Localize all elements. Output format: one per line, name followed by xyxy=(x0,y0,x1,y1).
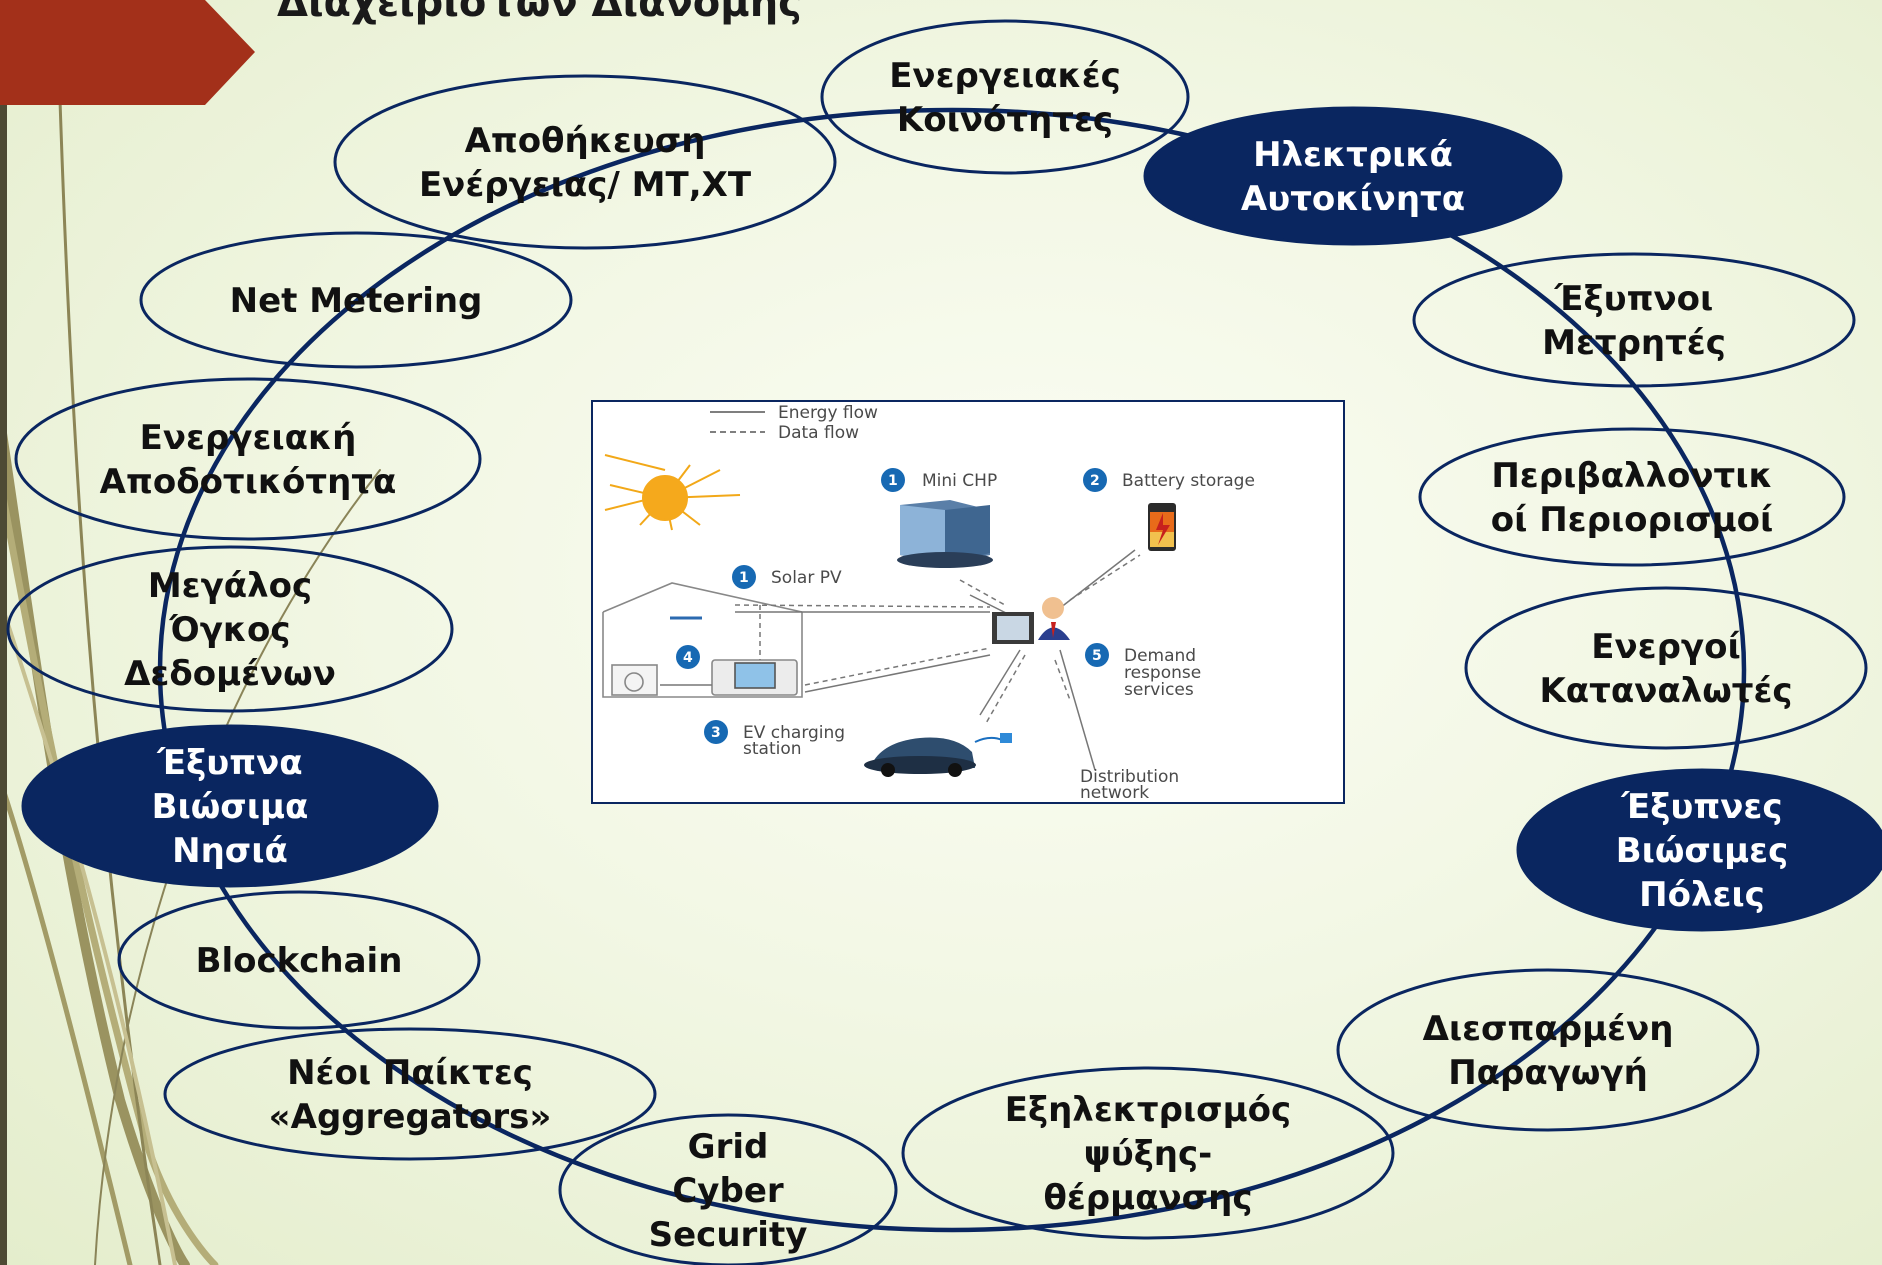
legend-data-label: Data flow xyxy=(778,423,859,443)
node-label: Αποδοτικότητα xyxy=(100,462,397,502)
node-ellipse xyxy=(21,724,439,888)
node-label: Net Metering xyxy=(230,281,483,321)
distribution-label-1: Distribution xyxy=(1080,767,1179,787)
node-ellipse xyxy=(1412,252,1856,388)
appliance-number: 4 xyxy=(683,650,693,666)
node-label: «Aggregators» xyxy=(269,1097,552,1137)
node-label: Νέοι Παίκτες xyxy=(287,1053,533,1093)
node-label: Grid xyxy=(688,1127,769,1167)
node-label: Ηλεκτρικά xyxy=(1253,135,1453,175)
demand-label-2: response xyxy=(1124,663,1201,683)
connecting-circle xyxy=(157,107,1747,1233)
node-label: Μεγάλος xyxy=(148,566,312,606)
node-label: Καταναλωτές xyxy=(1539,671,1792,711)
node-aggregators: Νέοι Παίκτες«Aggregators» xyxy=(163,1027,657,1161)
ev-label-2: station xyxy=(743,739,802,759)
node-label: Security xyxy=(649,1215,808,1255)
node-label: Περιβαλλοντικ xyxy=(1491,456,1772,496)
node-ellipse xyxy=(6,545,454,713)
mini-chp-label: Mini CHP xyxy=(922,471,997,491)
node-net-metering: Net Metering xyxy=(139,231,573,369)
node-label: ψύξης- xyxy=(1084,1134,1213,1174)
node-ellipse xyxy=(820,19,1190,175)
ev-number: 3 xyxy=(711,725,721,741)
node-label: Έξυπνοι xyxy=(1554,279,1713,319)
node-ellipse xyxy=(333,74,837,250)
sun-icon xyxy=(604,454,741,531)
node-label: Παραγωγή xyxy=(1448,1053,1648,1093)
solar-label: Solar PV xyxy=(771,568,842,588)
node-label: οί Περιορισμοί xyxy=(1491,500,1773,540)
node-label: Διεσπαρμένη xyxy=(1423,1009,1674,1049)
node-ellipse xyxy=(163,1027,657,1161)
node-label: θέρμανσης xyxy=(1044,1178,1253,1218)
node-ellipse xyxy=(139,231,573,369)
node-label: Blockchain xyxy=(196,941,403,981)
node-ellipse xyxy=(1464,586,1868,750)
battery-number: 2 xyxy=(1090,473,1100,489)
mini-chp-number: 1 xyxy=(888,473,898,489)
node-layer: ΕνεργειακέςΚοινότητεςΗλεκτρικάΑυτοκίνητα… xyxy=(6,19,1882,1265)
node-label: Αυτοκίνητα xyxy=(1241,179,1465,219)
node-label: Όγκος xyxy=(168,610,290,650)
node-label: Κοινότητες xyxy=(897,100,1113,140)
node-ellipse xyxy=(558,1113,898,1265)
node-ellipse xyxy=(1418,427,1846,567)
node-ellipse xyxy=(117,890,481,1030)
demand-label-1: Demand xyxy=(1124,646,1196,666)
smart-grid-figure: Energy flow Data flow 1 Mini CHP 2 Batte… xyxy=(591,400,1345,804)
node-label: Βιώσιμες xyxy=(1616,831,1789,871)
demand-label-3: services xyxy=(1124,680,1194,700)
battery-icon xyxy=(1148,503,1176,551)
battery-label: Battery storage xyxy=(1122,471,1255,491)
node-label: Νησιά xyxy=(172,831,288,871)
ev-label-1: EV charging xyxy=(743,723,845,743)
node-ellipse xyxy=(901,1066,1395,1240)
node-label: Αποθήκευση xyxy=(465,121,706,161)
node-label: Μετρητές xyxy=(1542,323,1726,363)
node-label: Πόλεις xyxy=(1639,875,1765,915)
node-label: Δεδομένων xyxy=(124,654,336,694)
node-label: Έξυπνα xyxy=(156,743,302,783)
house-icon xyxy=(602,582,803,698)
node-label: Ενέργειας/ ΜΤ,ΧΤ xyxy=(419,165,752,205)
node-label: Βιώσιμα xyxy=(152,787,309,827)
flow-lines xyxy=(660,549,1141,771)
operator-icon xyxy=(992,597,1070,644)
node-ellipse xyxy=(1336,968,1760,1132)
solar-number: 1 xyxy=(739,570,749,586)
distribution-label-2: network xyxy=(1080,783,1149,803)
node-label: Έξυπνες xyxy=(1621,787,1783,827)
car-icon xyxy=(864,733,1012,777)
node-ellipse xyxy=(1143,106,1563,246)
node-blockchain: Blockchain xyxy=(117,890,481,1030)
page-title: Διαχειριστών Διανομής xyxy=(277,0,802,26)
demand-number: 5 xyxy=(1092,648,1102,664)
node-label: Cyber xyxy=(672,1171,784,1211)
node-label: Ενεργοί xyxy=(1591,627,1740,667)
left-accent-bar xyxy=(0,0,7,1265)
building-icon xyxy=(897,500,993,568)
node-ellipse xyxy=(14,377,482,541)
node-label: Ενεργειακή xyxy=(140,418,357,458)
legend-energy-label: Energy flow xyxy=(778,403,878,423)
node-ellipse xyxy=(1516,768,1882,932)
node-label: Ενεργειακές xyxy=(889,56,1121,96)
title-arrow-tab xyxy=(0,0,255,105)
node-label: Εξηλεκτρισμός xyxy=(1005,1090,1291,1130)
